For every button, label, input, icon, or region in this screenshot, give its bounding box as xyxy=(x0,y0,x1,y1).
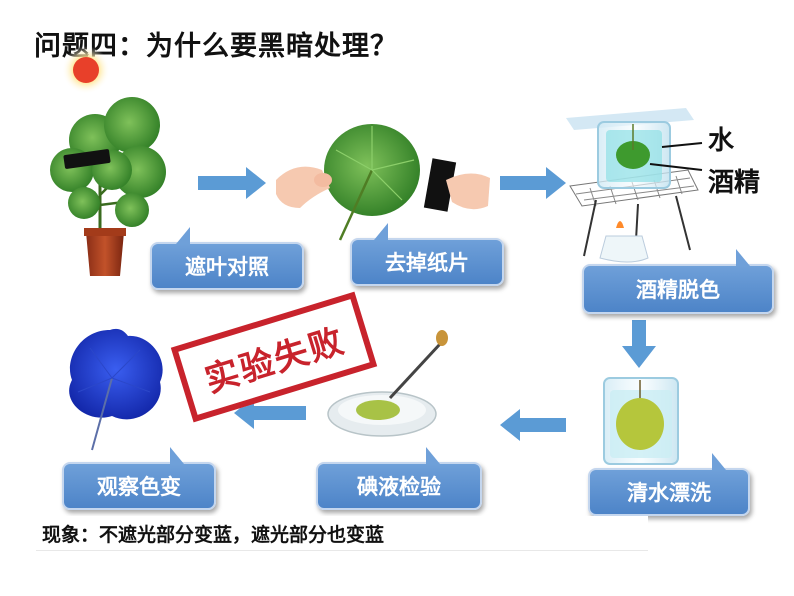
flow-arrow-4 xyxy=(500,409,566,441)
water-rinse-beaker xyxy=(603,377,679,465)
step-label-alcohol-decolor: 酒精脱色 xyxy=(582,249,774,314)
leaf-with-hands-illustration xyxy=(276,124,490,241)
flow-arrow-3 xyxy=(622,320,656,368)
observation-result-text: 现象：不遮光部分变蓝，遮光部分也变蓝 xyxy=(36,516,648,550)
alcohol-pointer-line xyxy=(649,163,703,171)
alcohol-label: 酒精 xyxy=(708,168,761,198)
water-label: 水 xyxy=(708,126,735,156)
potted-plant-illustration xyxy=(50,97,166,276)
water-pointer-line xyxy=(661,142,703,148)
step-label-iodine-test: 碘液检验 xyxy=(316,447,482,510)
alcohol-bath-apparatus xyxy=(566,108,699,263)
step-label-water-rinse: 清水漂洗 xyxy=(588,453,750,516)
blue-leaf-illustration xyxy=(69,328,163,451)
step-label-cover-leaf: 遮叶对照 xyxy=(150,227,304,290)
flow-arrow-1 xyxy=(198,167,266,199)
sun-icon xyxy=(62,46,110,94)
black-paper-strip xyxy=(63,149,111,169)
flow-arrow-5 xyxy=(234,397,306,429)
iodine-test-dish xyxy=(327,330,448,437)
step-label-observe-color: 观察色变 xyxy=(62,447,216,510)
flow-arrow-2 xyxy=(500,167,566,199)
removed-black-paper xyxy=(423,158,457,212)
step-label-remove-paper: 去掉纸片 xyxy=(350,223,504,286)
